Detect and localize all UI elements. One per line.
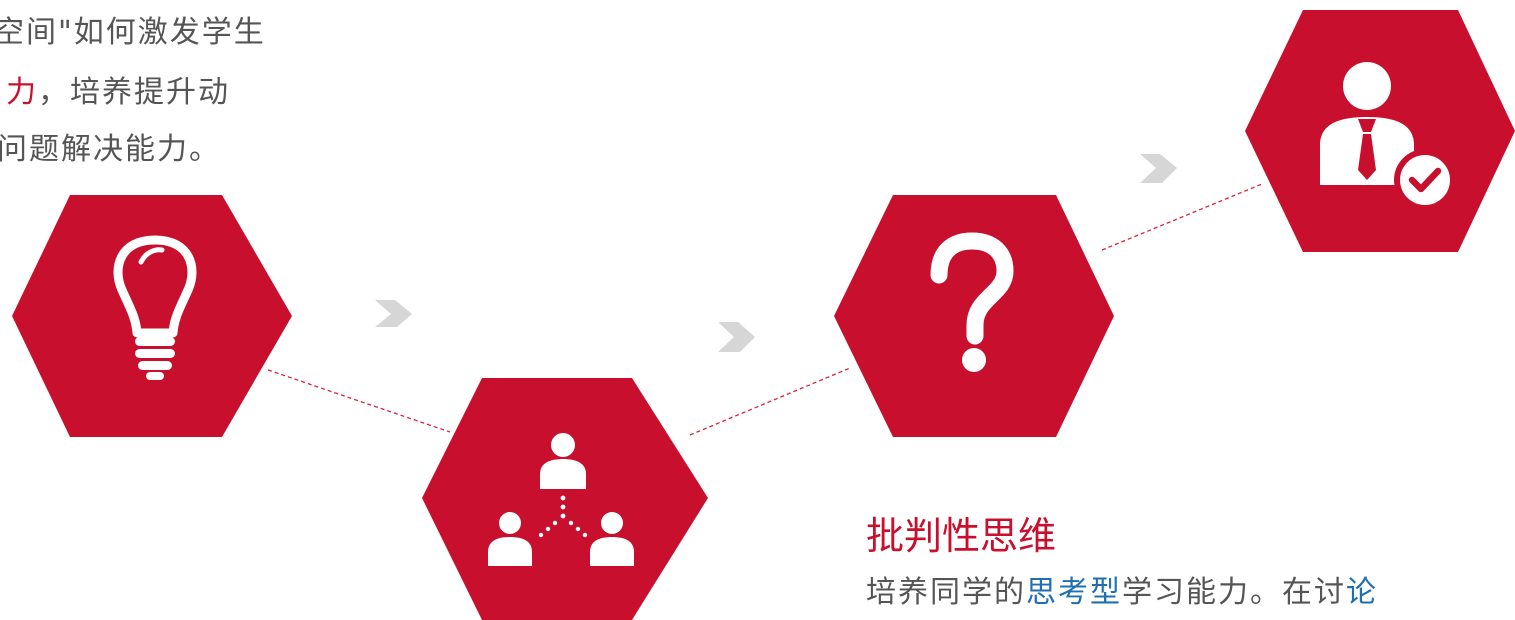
arrow-icon [718, 322, 755, 352]
hexagon-1 [12, 195, 292, 437]
intro-line-2-rest: ，培养提升动 [38, 75, 230, 110]
lightbulb-icon [113, 235, 197, 380]
question-mark-icon [930, 232, 1014, 372]
desc-part-1: 培养同学的 [866, 575, 1026, 610]
connector-line-3 [1101, 183, 1263, 251]
connector-line-2 [689, 367, 851, 436]
desc-part-3: 论 [1346, 575, 1378, 610]
intro-line-3: 问题解决能力。 [0, 132, 221, 167]
approved-person-icon [1320, 62, 1456, 211]
intro-line-1: 空间"如何激发学生 [0, 15, 266, 50]
intro-line-2: 力，培养提升动 [6, 67, 230, 111]
connector-line-1 [267, 369, 451, 433]
critical-thinking-title: 批判性思维 [866, 514, 1057, 558]
critical-thinking-desc: 培养同学的思考型学习能力。在讨论 [866, 567, 1378, 611]
desc-part-2: 学习能力。在讨 [1122, 575, 1346, 610]
arrow-icon [1140, 154, 1177, 183]
intro-highlight: 力 [6, 75, 38, 110]
arrow-icon [375, 300, 412, 327]
team-network-icon [488, 433, 634, 566]
desc-highlight: 思考型 [1026, 575, 1122, 610]
